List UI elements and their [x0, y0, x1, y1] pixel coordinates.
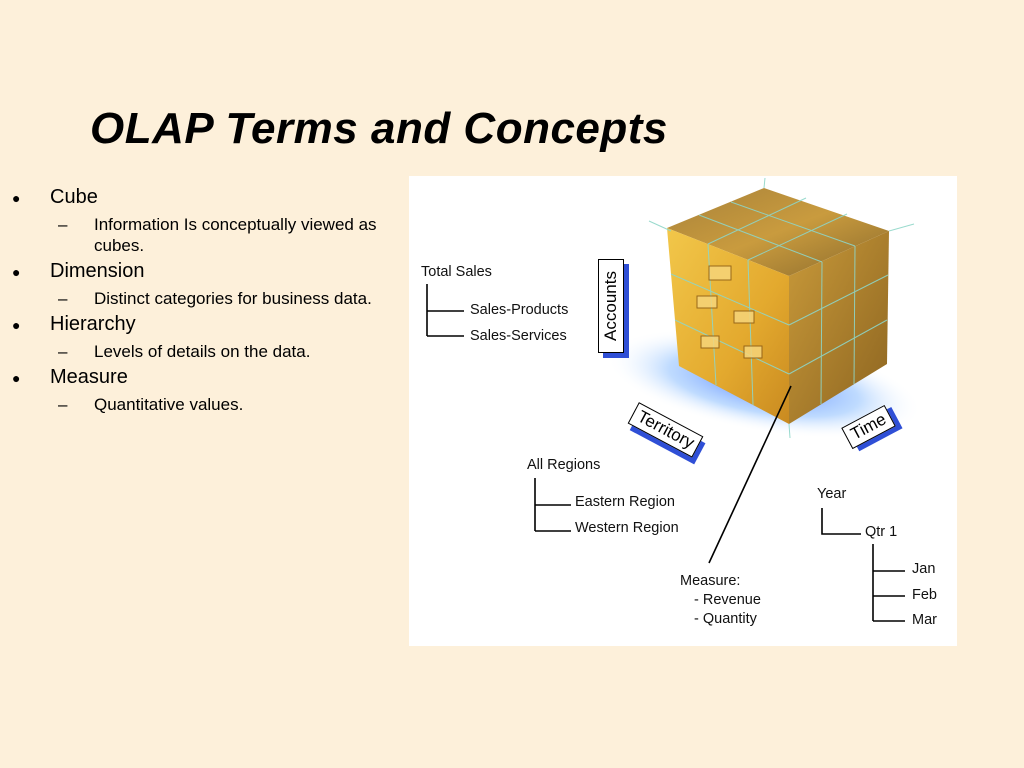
accounts-root-label: Total Sales [421, 264, 492, 280]
bullet-icon: ● [12, 190, 21, 206]
bullet-item-measure: ● Measure – Quantitative values. [10, 366, 390, 415]
bullet-item-dimension: ● Dimension – Distinct categories for busi… [10, 260, 390, 309]
territory-root-label: All Regions [527, 457, 601, 473]
dash-icon: – [58, 395, 68, 414]
bullet-item-cube: ● Cube – Information Is conceptually viewe… [10, 186, 390, 256]
accounts-dimension-tag: Accounts [598, 259, 624, 353]
cube-right-face [789, 231, 889, 424]
territory-child-label: Eastern Region [575, 494, 675, 510]
bullet-icon: ● [12, 317, 21, 333]
dash-icon: – [58, 289, 68, 308]
cube-org-chart-motif [696, 265, 763, 359]
bullet-term: Measure [50, 366, 128, 388]
measure-item: - Revenue [694, 592, 761, 608]
measure-item: - Quantity [694, 611, 757, 627]
time-root-label: Year [817, 486, 847, 502]
bullet-detail: Levels of details on the data. [94, 342, 311, 361]
time-month-label: Mar [912, 612, 937, 628]
bullet-item-hierarchy: ● Hierarchy – Levels of details on the dat… [10, 313, 390, 362]
bullet-term: Hierarchy [50, 313, 136, 335]
dash-icon: – [58, 342, 68, 361]
slide-title: OLAP Terms and Concepts [90, 104, 668, 153]
time-month-label: Jan [912, 561, 936, 577]
dash-icon: – [58, 215, 68, 234]
bullet-detail: Quantitative values. [94, 395, 244, 414]
bullet-term: Cube [50, 186, 98, 208]
time-level-label: Qtr 1 [865, 524, 898, 540]
olap-cube-diagram: Accounts Territory Time Total Sales Sale… [409, 176, 957, 646]
cube-left-face [667, 228, 789, 424]
bullet-icon: ● [12, 370, 21, 386]
territory-hierarchy-lines [534, 478, 571, 532]
bullet-detail: Information Is conceptually viewed as cu… [94, 215, 377, 255]
cube-illustration [426, 177, 922, 622]
measure-pointer-line [708, 385, 792, 564]
time-month-label: Feb [912, 587, 937, 603]
cube-top-face [667, 188, 889, 276]
accounts-child-label: Sales-Services [470, 328, 567, 344]
bullet-list: ● Cube – Information Is conceptually viewe… [10, 182, 390, 419]
bullet-term: Dimension [50, 260, 145, 282]
accounts-hierarchy-lines [426, 284, 464, 337]
measure-label: Measure: [680, 573, 741, 589]
bullet-icon: ● [12, 264, 21, 280]
accounts-child-label: Sales-Products [470, 302, 569, 318]
territory-child-label: Western Region [575, 520, 679, 536]
bullet-detail: Distinct categories for business data. [94, 289, 372, 308]
time-hierarchy-lines [821, 508, 905, 622]
